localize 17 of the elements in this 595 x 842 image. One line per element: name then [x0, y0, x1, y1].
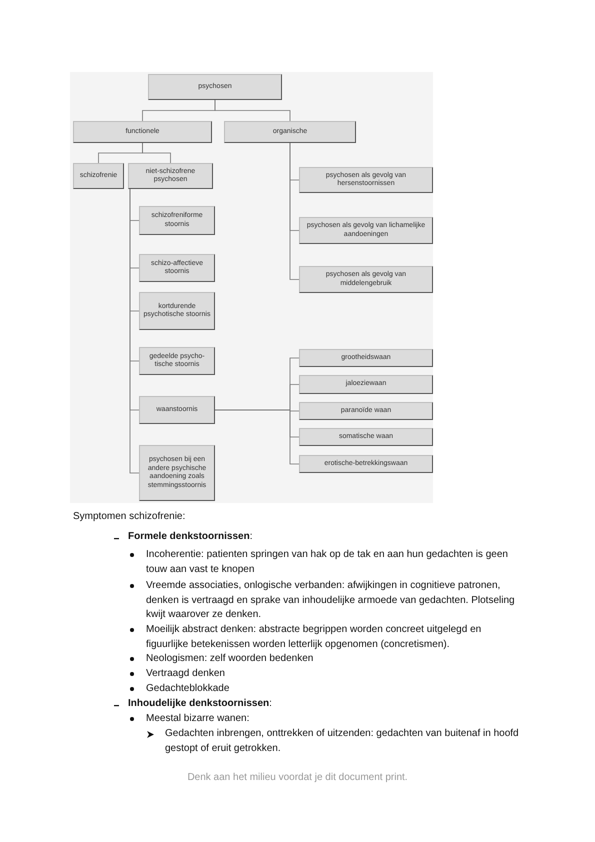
list-item: Vertraagd denken	[146, 667, 226, 681]
list-item: Gedachten inbrengen, onttrekken of uitzenden: gedachten van buitenaf in hoofd gestopt of eruit getrokken.	[165, 727, 520, 756]
list-item: Gedachteblokkade	[146, 682, 230, 696]
footer-note: Denk aan het milieu voordat je dit document print.	[186, 771, 409, 785]
section-heading: Symptomen schizofrenie:	[73, 510, 186, 524]
connector-line	[130, 188, 140, 474]
list-item: Vreemde associaties, onlogische verbanden: afwijkingen in cognitieve patronen, denken is vertraagd en sprake van inhoudelijke armoede van gedachten. Plotseling kwijt waarover ze denken.	[146, 579, 516, 622]
connector-line	[142, 142, 171, 164]
list-item: Meestal bizarre wanen:	[146, 712, 250, 726]
connector-line	[214, 100, 290, 122]
list-item: Moeilijk abstract denken: abstracte begrippen worden concreet uitgelegd en figuurlijke betekenissen worden letterlijk opgenomen (concretismen).	[146, 623, 482, 652]
list-heading: Inhoudelijke denkstoornissen:	[128, 697, 273, 711]
list-item: Neologismen: zelf woorden bedenken	[146, 652, 314, 666]
connector-line	[290, 142, 300, 280]
connector-line	[214, 410, 300, 464]
list-heading: Formele denkstoornissen:	[128, 530, 254, 544]
list-item: Incoherentie: patienten springen van hak op de tak en aan hun gedachten is geen touw aan vast te knopen	[146, 548, 509, 576]
